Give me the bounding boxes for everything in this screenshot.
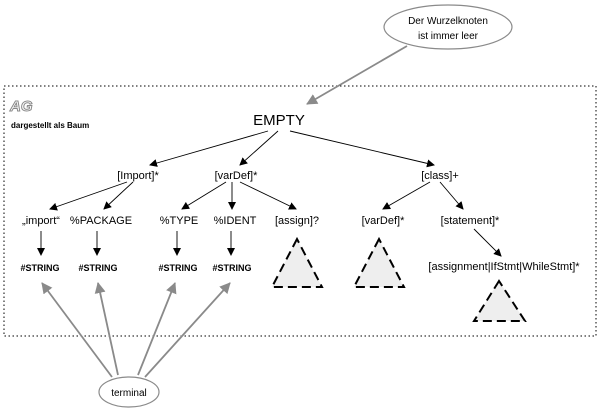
- callout-line-2: ist immer leer: [418, 31, 479, 42]
- terminal-ellipse: [98, 376, 160, 408]
- arrow-terminal-1: [41, 282, 113, 378]
- edge-vardef-assign: [239, 181, 297, 210]
- terminal-string-2: #STRING: [78, 263, 117, 273]
- node-class-vardef: [varDef]*: [362, 215, 406, 227]
- edge-vardef-type: [181, 181, 227, 210]
- node-ident: %IDENT: [214, 215, 257, 227]
- node-package: %PACKAGE: [70, 215, 132, 227]
- node-class: [class]+: [421, 170, 459, 182]
- terminal-arrows: [41, 282, 231, 378]
- terminal-label: terminal: [111, 388, 147, 399]
- tree-edges: [37, 130, 502, 257]
- callout-arrow: [306, 45, 408, 105]
- subtree-triangle-class-vardef: [352, 236, 406, 288]
- node-import: [Import]*: [117, 170, 159, 182]
- ag-frame: [3, 85, 597, 337]
- edge-root-import: [149, 130, 269, 167]
- node-statement: [statement]*: [441, 215, 500, 227]
- callout-line-1: Der Wurzelknoten: [408, 16, 488, 27]
- node-import-keyword: „import“: [22, 215, 60, 227]
- edge-root-vardef: [239, 130, 279, 166]
- edge-root-class: [289, 130, 435, 168]
- node-statement-alternatives: [assignment|IfStmt|WhileStmt]*: [428, 261, 580, 273]
- edge-class-statement: [439, 181, 464, 210]
- subtree-triangle-statement: [472, 279, 527, 322]
- edge-statement-alternatives: [473, 228, 502, 257]
- node-root-empty: EMPTY: [253, 112, 305, 129]
- subtree-triangle-assign: [270, 236, 324, 288]
- arrow-terminal-4: [144, 282, 231, 378]
- frame-subtitle: dargestellt als Baum: [11, 121, 89, 130]
- edge-import-keyword: [49, 181, 128, 211]
- arrow-terminal-3: [137, 282, 177, 376]
- terminal-string-4: #STRING: [212, 263, 251, 273]
- edge-class-vardef: [382, 181, 431, 210]
- edge-import-package: [103, 181, 134, 210]
- node-assign: [assign]?: [275, 215, 319, 227]
- arrow-terminal-2: [94, 282, 119, 376]
- node-type: %TYPE: [160, 215, 199, 227]
- node-vardef: [varDef]*: [215, 170, 259, 182]
- ag-badge: AG: [9, 98, 33, 115]
- callout-ellipse: [383, 4, 513, 50]
- terminal-string-3: #STRING: [158, 263, 197, 273]
- terminal-string-1: #STRING: [20, 263, 59, 273]
